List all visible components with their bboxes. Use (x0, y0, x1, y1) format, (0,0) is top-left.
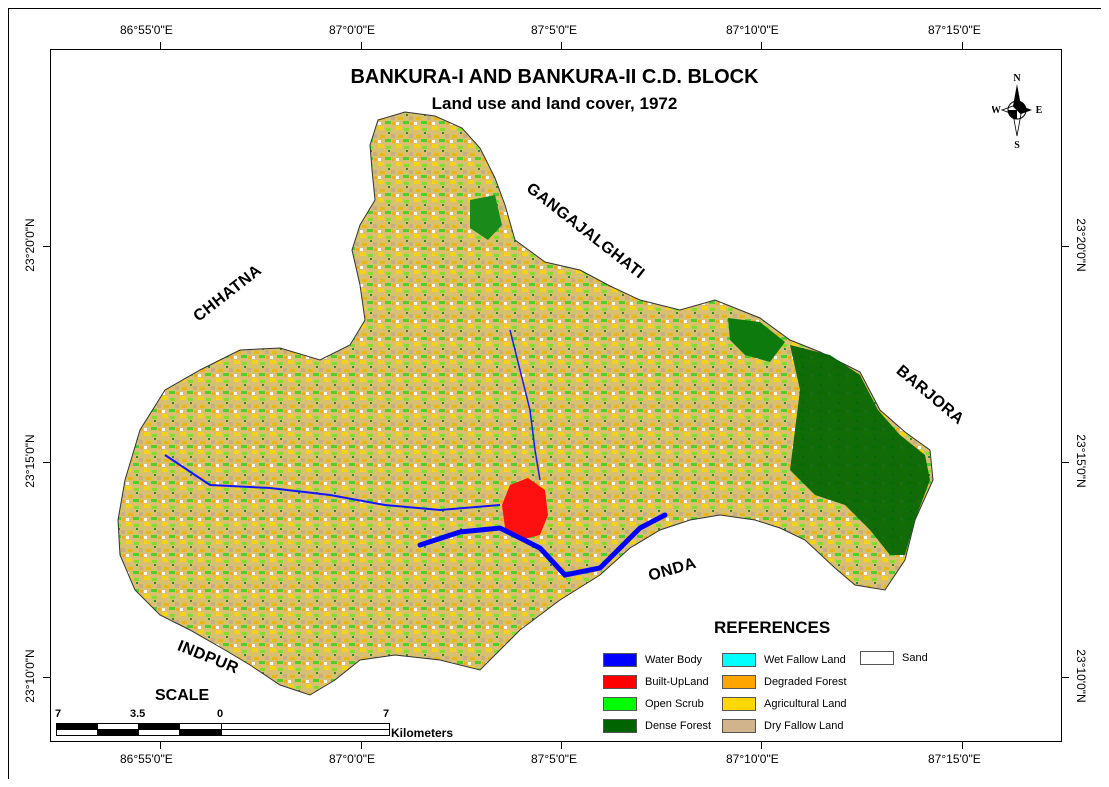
dense-forest-east (790, 345, 930, 555)
tick-mark (43, 462, 50, 463)
tick-mark (561, 42, 562, 49)
river-north (509, 329, 541, 481)
legend-label: Built-UpLand (645, 676, 709, 688)
river-tributary (164, 454, 501, 512)
dense-forest-ne (728, 318, 785, 362)
legend-item: Dense Forest (603, 718, 711, 734)
top-tick-label: 86°55'0"E (120, 23, 173, 37)
tick-mark (1062, 246, 1069, 247)
legend-title: REFERENCES (714, 618, 831, 637)
tick-mark (761, 42, 762, 49)
legend-item: Sand (860, 650, 928, 666)
compass-rose-icon: N S W E (991, 73, 1043, 151)
tick-mark (561, 742, 562, 749)
compass-n: N (1013, 73, 1021, 84)
scale-bar (56, 723, 390, 736)
block-boundary (117, 111, 934, 696)
tick-mark (160, 742, 161, 749)
legend-item: Water Body (603, 652, 702, 668)
map-frame (8, 8, 1101, 779)
map-subtitle: Land use and land cover, 1972 (431, 94, 678, 113)
legend-swatch (603, 653, 637, 667)
compass-w: W (992, 105, 1001, 116)
legend-swatch (722, 697, 756, 711)
legend-item: Dry Fallow Land (722, 718, 843, 734)
tick-mark (962, 42, 963, 49)
legend-item: Built-UpLand (603, 674, 709, 690)
legend-item: Degraded Forest (722, 674, 847, 690)
tick-mark (1062, 462, 1069, 463)
legend-swatch (603, 675, 637, 689)
map-title: BANKURA-I AND BANKURA-II C.D. BLOCK (350, 66, 759, 88)
legend-label: Water Body (645, 654, 703, 666)
legend-label: Degraded Forest (764, 676, 847, 688)
legend-label: Dense Forest (645, 720, 712, 732)
compass-e: E (1036, 105, 1042, 116)
legend-swatch (603, 719, 637, 733)
legend-swatch (722, 675, 756, 689)
legend-item: Wet Fallow Land (722, 652, 846, 668)
tick-mark (43, 677, 50, 678)
bottom-tick-label: 87°5'0"E (531, 752, 578, 766)
north-arrow: N S W E (991, 72, 1043, 151)
built-up-town (502, 478, 548, 540)
legend-label: Wet Fallow Land (764, 654, 846, 666)
tick-mark (361, 42, 362, 49)
legend-label: Sand (902, 652, 928, 664)
legend-label: Open Scrub (645, 698, 704, 710)
legend-label: Dry Fallow Land (764, 720, 844, 732)
legend-swatch (722, 719, 756, 733)
scale-title: SCALE (155, 687, 210, 704)
tick-mark (1062, 677, 1069, 678)
legend-item: Open Scrub (603, 696, 704, 712)
scale-label: 7 (55, 708, 62, 720)
tick-mark (361, 742, 362, 749)
legend-swatch (722, 653, 756, 667)
legend-item: Agricultural Land (722, 696, 847, 712)
forest-north (470, 195, 502, 240)
top-tick-label: 87°5'0"E (531, 23, 578, 37)
bottom-tick-label: 86°55'0"E (120, 752, 173, 766)
scale-label: 7 (383, 708, 390, 720)
scale-units: Kilometers (391, 726, 454, 740)
bottom-tick-label: 87°10'0"E (726, 752, 779, 766)
tick-mark (43, 246, 50, 247)
scale-label: 3.5 (130, 708, 146, 720)
legend-label: Agricultural Land (764, 698, 847, 710)
tick-mark (160, 42, 161, 49)
legend-swatch (860, 651, 894, 665)
river-main (417, 512, 668, 578)
scale-label: 0 (217, 708, 224, 720)
legend-swatch (603, 697, 637, 711)
top-tick-label: 87°10'0"E (726, 23, 779, 37)
bottom-tick-label: 87°0'0"E (329, 752, 376, 766)
tick-mark (962, 742, 963, 749)
compass-s: S (1014, 140, 1020, 150)
tick-mark (761, 742, 762, 749)
top-tick-label: 87°0'0"E (329, 23, 376, 37)
bottom-tick-label: 87°15'0"E (928, 752, 981, 766)
top-tick-label: 87°15'0"E (928, 23, 981, 37)
